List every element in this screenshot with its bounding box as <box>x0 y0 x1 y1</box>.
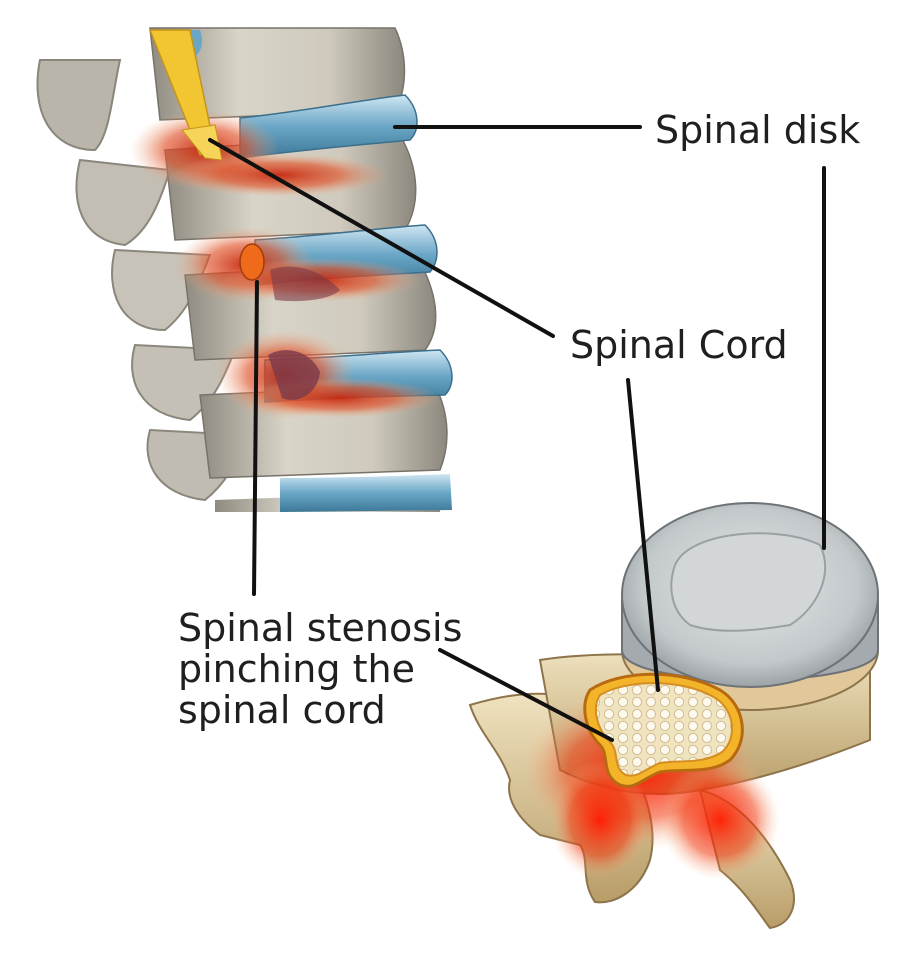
label-stenosis-line-3: spinal cord <box>178 688 386 733</box>
leader-stenosis-diag <box>438 648 614 742</box>
leader-spinal-cord <box>208 138 555 338</box>
label-stenosis-line-2: pinching the <box>178 647 415 692</box>
label-spinal-disk: Spinal disk <box>655 108 861 152</box>
label-stenosis-line-1: Spinal stenosis <box>178 606 463 650</box>
label-spinal-stenosis: Spinal stenosis pinching the spinal cord <box>178 606 463 733</box>
vertebra-top-view <box>468 502 879 930</box>
leader-lines <box>208 125 826 742</box>
leader-spinal-cord-vertical <box>626 378 660 692</box>
label-spinal-cord: Spinal Cord <box>570 323 788 367</box>
spine-side-view <box>36 27 453 512</box>
leader-stenosis-vertical <box>252 280 259 596</box>
